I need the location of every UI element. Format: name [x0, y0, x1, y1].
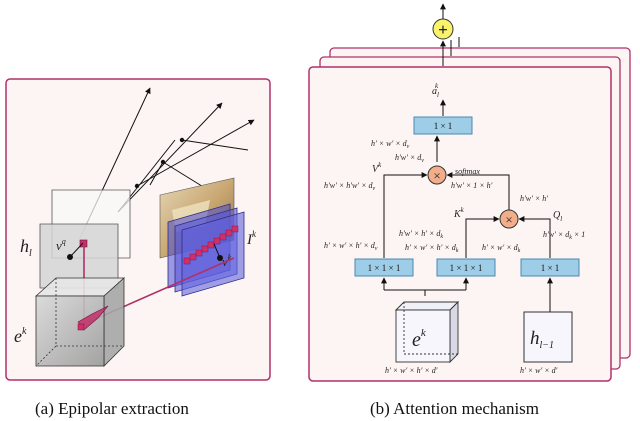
softmax-dim: h′w′ × 1 × h′ [451, 181, 493, 190]
conv-box-v [354, 258, 414, 277]
top-conv-label: 1 × 1 [434, 121, 453, 131]
v-mult-symbol: × [433, 168, 440, 183]
caption-left: (a) Epipolar extraction [35, 399, 189, 418]
Q-l-label: Ql [553, 210, 562, 223]
top-dim2: h′w′ × dv [395, 153, 424, 164]
input-h-box [523, 311, 573, 363]
K-dim1: h′w′ × h′ × dk [399, 229, 443, 240]
attention-panel: + alk 1 × 1 h′ × w′ × dv h′w′ × dv × Vk … [308, 3, 631, 382]
mult-left-dim: h′w′ × h′w′ × dv [324, 181, 375, 192]
plus-symbol: + [438, 20, 448, 39]
h-l-label: hl [20, 236, 32, 259]
softmax-label: softmax [455, 167, 480, 176]
Q-dim1: h′w′ × dk× 1 [543, 230, 585, 241]
conv-q-label: 1 × 1 [541, 263, 560, 273]
k-mult-symbol: × [505, 212, 512, 227]
top-conv-box [413, 116, 473, 135]
output-a-label: alk [432, 82, 439, 99]
top-dim1: h′ × w′ × dv [371, 139, 410, 150]
cube-epipolar-tube [77, 305, 109, 331]
right-panel-frame [308, 66, 612, 382]
K-k-label: Kk [453, 206, 465, 220]
V-k-label: Vk [372, 161, 382, 175]
e-k-label: ek [14, 326, 27, 346]
ray-nodes [134, 137, 185, 189]
e-dim: h′ × w′ × h′ × d′ [385, 366, 438, 375]
V-dim: h′ × w′ × h′ × dv [324, 241, 378, 252]
hw-h-dim: h′w′ × h′ [520, 194, 548, 203]
caption-right: (b) Attention mechanism [370, 399, 539, 418]
k-mult-node [499, 209, 519, 229]
v-q-label: vq [56, 237, 66, 253]
input-e-label: ek [412, 327, 427, 351]
epipolar-panel: hl vq vk Ik [5, 78, 271, 381]
input-cube-ek [394, 300, 460, 364]
query-pixel [79, 239, 88, 248]
cost-volume-cube [34, 277, 126, 367]
epipolar-pixels [183, 225, 239, 265]
conv-k-label: 1 × 1 × 1 [450, 263, 483, 273]
conv-box-q [520, 258, 580, 277]
input-h-label: hl−1 [530, 328, 554, 351]
h-dim: h′ × w′ × d′ [520, 366, 558, 375]
conv-v-label: 1 × 1 × 1 [368, 263, 401, 273]
K-dim2: h′ × w′ × h′ × dk [405, 243, 459, 254]
conv-box-k [436, 258, 496, 277]
I-k-label: Ik [246, 229, 257, 248]
Q-dim2: h′ × w′ × dk [482, 243, 521, 254]
v-mult-node [427, 165, 447, 185]
